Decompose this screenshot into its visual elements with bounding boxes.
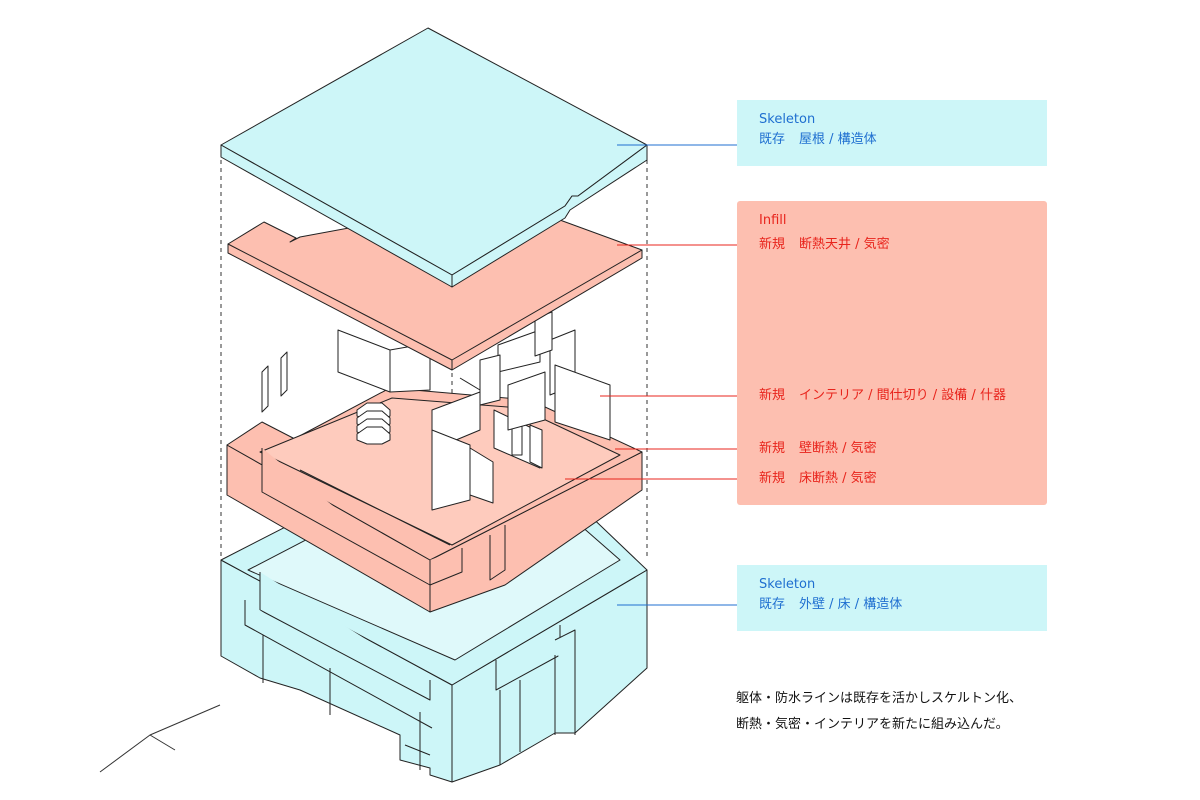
existing-tag: 既存 — [759, 597, 786, 612]
infill-row-ceiling: 新規断熱天井 / 気密 — [759, 235, 890, 255]
skeleton-roof-label: Skeleton 既存屋根 / 構造体 — [737, 100, 1047, 166]
skeleton-base-row: 既存外壁 / 床 / 構造体 — [759, 595, 1025, 615]
explanatory-note: 躯体・防水ラインは既存を活かしスケルトン化、 断熱・気密・インテリアを新たに組み… — [736, 686, 1022, 738]
interior-partitions-layer — [261, 311, 611, 511]
interior-text: インテリア / 間仕切り / 設備 / 什器 — [799, 388, 1006, 403]
roof-structure-text: 屋根 / 構造体 — [799, 132, 877, 147]
skeleton-leaders — [617, 144, 757, 606]
north-arrow — [99, 704, 221, 773]
infill-row-wall: 新規壁断熱 / 気密 — [759, 439, 877, 459]
wall-text: 壁断熱 / 気密 — [799, 441, 877, 456]
infill-label: Infill 新規断熱天井 / 気密 新規インテリア / 間仕切り / 設備 /… — [737, 201, 1047, 505]
ceiling-layer — [227, 211, 643, 371]
skeleton-base-title: Skeleton — [759, 577, 816, 592]
stair-stack — [356, 402, 391, 445]
infill-row-interior: 新規インテリア / 間仕切り / 設備 / 什器 — [759, 386, 1006, 406]
infill-leaders — [565, 244, 757, 480]
note-line-1: 躯体・防水ラインは既存を活かしスケルトン化、 — [736, 691, 1023, 706]
new-tag: 新規 — [759, 441, 786, 456]
roof-layer — [220, 27, 648, 288]
skeleton-roof-row: 既存屋根 / 構造体 — [759, 130, 1025, 150]
new-tag: 新規 — [759, 388, 786, 403]
new-tag: 新規 — [759, 237, 786, 252]
existing-tag: 既存 — [759, 132, 786, 147]
skeleton-roof-title: Skeleton — [759, 112, 816, 127]
note-line-2: 断熱・気密・インテリアを新たに組み込んだ。 — [736, 717, 1009, 732]
skeleton-base-label: Skeleton 既存外壁 / 床 / 構造体 — [737, 565, 1047, 631]
ceiling-text: 断熱天井 / 気密 — [799, 237, 890, 252]
base-structure-text: 外壁 / 床 / 構造体 — [799, 597, 903, 612]
infill-row-floor: 新規床断熱 / 気密 — [759, 469, 877, 489]
infill-title: Infill — [759, 213, 787, 228]
floor-text: 床断熱 / 気密 — [799, 471, 877, 486]
new-tag: 新規 — [759, 471, 786, 486]
